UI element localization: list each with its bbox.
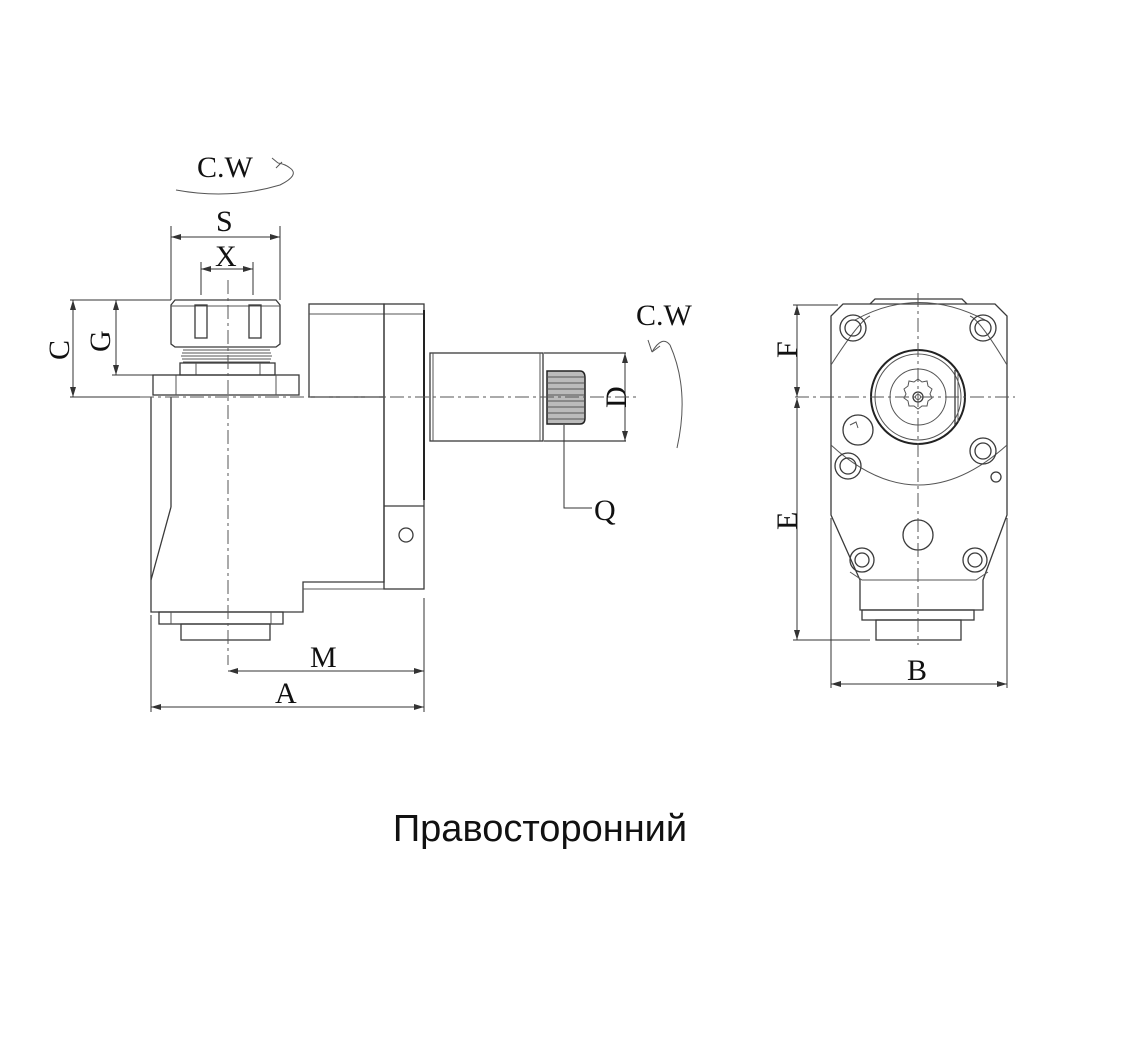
front-view: F E B [771,293,1015,688]
label-m: M [310,641,337,674]
label-cw-side: C.W [636,299,693,332]
caption-right-hand: Правосторонний [392,808,688,850]
label-g: G [84,330,117,352]
label-a: A [275,677,297,710]
rotation-arrow-icon [647,339,683,449]
label-f: F [771,341,804,358]
rotation-arrow-icon [175,157,294,195]
bolt-hole-icon [834,314,997,573]
label-s: S [216,205,233,238]
label-c: C [43,340,76,360]
label-x: X [215,240,237,273]
side-view: C.W S X C [43,151,693,712]
label-b: B [907,654,927,687]
side-hole-icon [398,527,414,543]
label-q: Q [594,494,616,527]
label-cw-top: C.W [197,151,254,184]
label-e: E [771,512,804,530]
